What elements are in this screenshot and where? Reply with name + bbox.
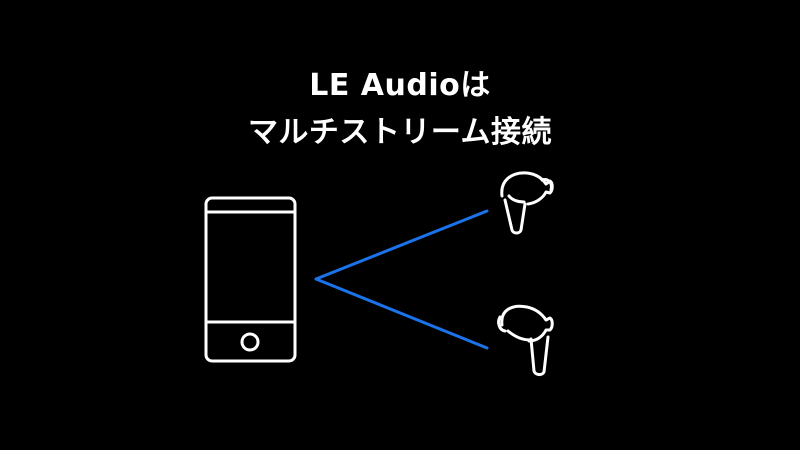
stream-line-top (314, 209, 489, 281)
earbud-top-head (500, 171, 554, 206)
earbud-top-stem (503, 198, 527, 235)
earbud-icon (500, 171, 554, 235)
stream-line-bottom (314, 277, 489, 350)
earbud-bottom-tip (497, 315, 507, 333)
earbud-icon (497, 304, 554, 376)
smartphone-icon (204, 196, 297, 363)
earbud-top-inner (507, 194, 526, 204)
earbud-bottom-inner (506, 329, 532, 342)
title-line-2: マルチストリーム接続 (247, 115, 553, 150)
earbud-bottom-head (500, 304, 554, 343)
title-line-1: LE Audioは (309, 68, 491, 103)
earbud-bottom-stem (529, 335, 550, 376)
earbud-top-tip (540, 178, 553, 192)
smartphone-home-button (240, 332, 260, 352)
stream-connections (314, 209, 489, 350)
smartphone-body (204, 196, 297, 363)
